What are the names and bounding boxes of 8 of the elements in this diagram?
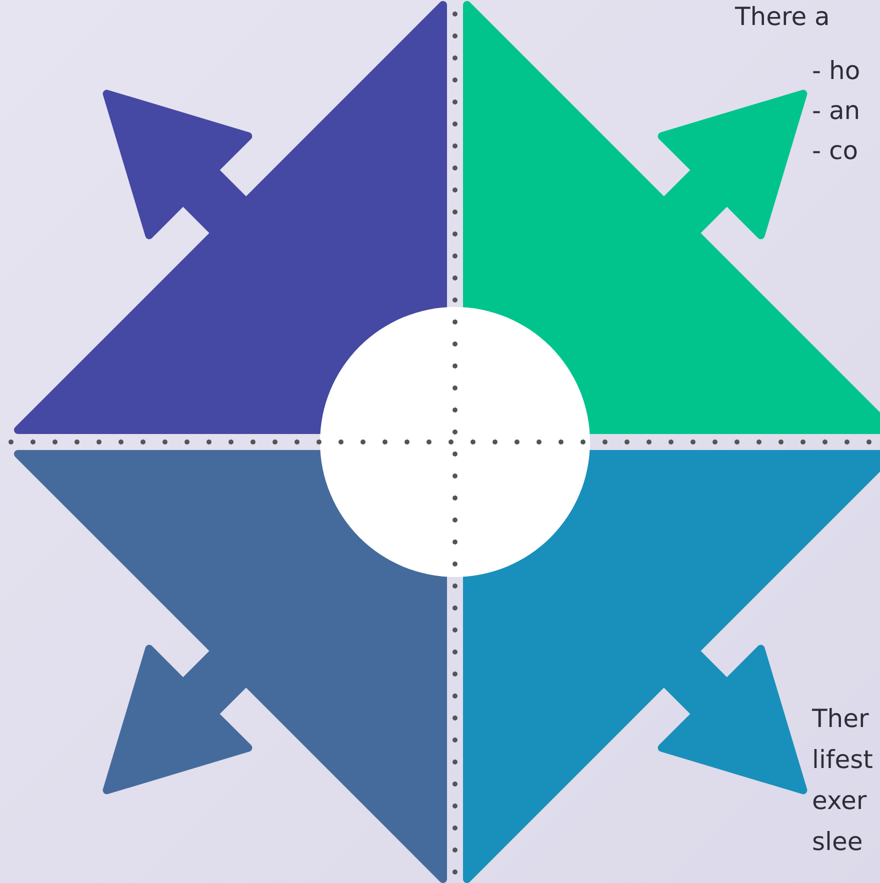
paragraph-line: lifest	[812, 745, 873, 775]
list-item: - an	[812, 96, 860, 126]
paragraph-line: slee	[812, 827, 863, 857]
paragraph-line: exer	[812, 786, 867, 816]
list-item: - co	[812, 136, 858, 166]
heading-text: There a	[735, 2, 830, 32]
list-item: - ho	[812, 56, 860, 86]
paragraph-line: Ther	[812, 704, 869, 734]
